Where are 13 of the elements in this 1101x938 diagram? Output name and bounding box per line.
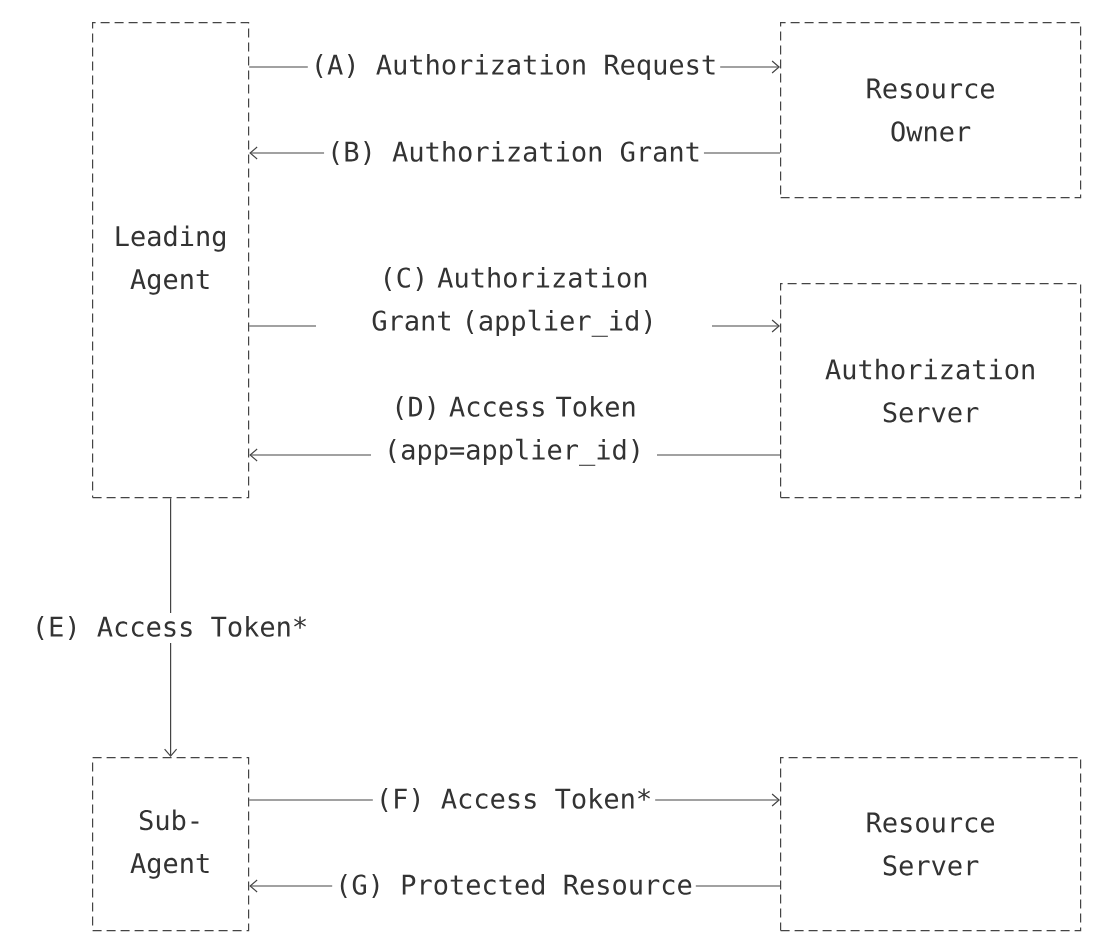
- agent-box: Resource Owner: [780, 22, 1082, 199]
- edge-label: (A) Authorization Request: [307, 50, 721, 84]
- arrow: [164, 497, 178, 757]
- agent-box: Sub-Agent: [92, 757, 250, 932]
- edge-label: (C) Authorization Grant (applier_id): [316, 263, 712, 340]
- agent-box: Leading Agent: [92, 22, 250, 499]
- edge-label: (D) Access Token (app=applier_id): [371, 392, 657, 469]
- agent-box: Resource Server: [780, 757, 1082, 932]
- edge-label: (E) Access Token*: [28, 612, 312, 644]
- edge-label: (G) Protected Resource: [332, 871, 696, 902]
- edge-label: (F) Access Token*: [372, 784, 656, 816]
- edge-label: (B) Authorization Grant: [324, 137, 704, 169]
- agent-box: Authorization Server: [780, 283, 1082, 499]
